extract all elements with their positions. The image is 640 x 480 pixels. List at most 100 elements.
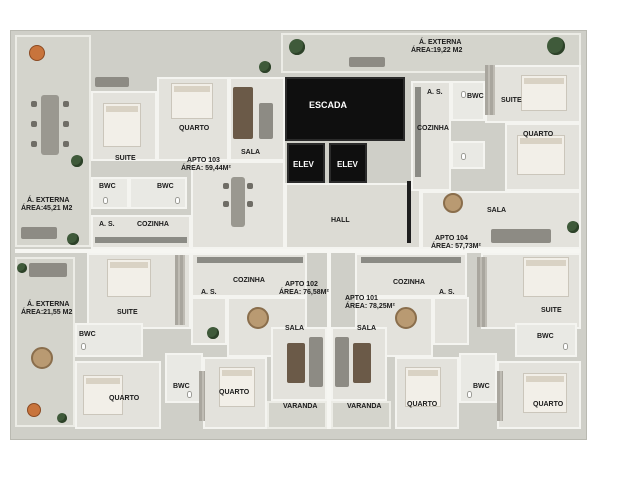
rug — [233, 87, 253, 139]
kitchen-counter — [415, 87, 421, 177]
bwc-104a — [451, 81, 485, 121]
round-table — [395, 307, 417, 329]
room-label: SUITE — [541, 307, 562, 314]
kitchen-counter — [95, 237, 187, 243]
toilet — [103, 197, 108, 204]
bed — [103, 103, 141, 147]
room-label: BWC — [467, 93, 484, 100]
wardrobe — [199, 371, 205, 421]
hall-label: HALL — [331, 217, 350, 224]
sofa — [335, 337, 349, 387]
wardrobe — [497, 371, 503, 421]
toilet — [461, 91, 466, 98]
sofa — [309, 337, 323, 387]
plant — [17, 263, 27, 273]
as-101 — [433, 297, 469, 345]
chair — [247, 201, 253, 207]
elevator-label: ELEV — [293, 160, 314, 169]
wardrobe — [477, 257, 487, 327]
toilet — [467, 391, 472, 398]
hall — [285, 183, 421, 249]
bed — [521, 75, 567, 111]
room-label: QUARTO — [533, 401, 564, 408]
apartment-label: ÁREA: 59,44M² — [181, 165, 231, 172]
chair — [63, 121, 69, 127]
room-label: SALA — [487, 207, 507, 214]
room-label: BWC — [537, 333, 554, 340]
sofa — [349, 57, 385, 67]
chair — [31, 101, 37, 107]
rug — [287, 343, 305, 383]
dining-table — [231, 177, 245, 227]
chair — [223, 201, 229, 207]
apartment-label: APTO 104 — [435, 235, 468, 242]
plant — [207, 327, 219, 339]
bwc-102a — [75, 323, 143, 357]
apartment-label: ÁREA: 76,58M² — [279, 289, 329, 296]
bwc-101b — [459, 353, 497, 403]
room-label: VARANDA — [283, 403, 318, 410]
round-table — [443, 193, 463, 213]
area-label: ÁREA:19,22 M2 — [411, 47, 463, 54]
round-table — [31, 347, 53, 369]
toilet — [461, 153, 466, 160]
bwc-104b — [451, 141, 485, 169]
chair — [31, 121, 37, 127]
kitchen-counter — [361, 257, 461, 263]
wardrobe — [175, 255, 185, 325]
apartment-label: APTO 101 — [345, 295, 378, 302]
toilet — [175, 197, 180, 204]
room-label: BWC — [173, 383, 190, 390]
chair — [223, 183, 229, 189]
bed — [219, 367, 255, 407]
chair — [63, 101, 69, 107]
bwc-102b — [165, 353, 203, 403]
room-label: COZINHA — [233, 277, 265, 284]
bed — [405, 367, 441, 407]
plant — [67, 233, 79, 245]
sofa — [491, 229, 551, 243]
floor-plan: ESCADA ELEV ELEV HALL Á. EXTERNA ÁREA:19… — [10, 30, 587, 440]
area-label: ÁREA:45,21 M2 — [21, 205, 73, 212]
bed — [171, 83, 213, 119]
apartment-label: APTO 103 — [187, 157, 220, 164]
room-label: BWC — [79, 331, 96, 338]
kitchen-counter — [407, 181, 411, 243]
room-label: SALA — [241, 149, 261, 156]
toilet — [563, 343, 568, 350]
room-label: QUARTO — [219, 389, 250, 396]
pot — [29, 45, 45, 61]
bed — [107, 259, 151, 297]
room-label: BWC — [99, 183, 116, 190]
rug — [353, 343, 371, 383]
room-label: COZINHA — [393, 279, 425, 286]
round-table — [247, 307, 269, 329]
bwc-103a — [91, 177, 129, 209]
stair-core — [285, 77, 405, 141]
room-label: SUITE — [501, 97, 522, 104]
bwc-101a — [515, 323, 577, 357]
elevator-2 — [329, 143, 367, 183]
plant — [289, 39, 305, 55]
chair — [31, 141, 37, 147]
sofa — [95, 77, 129, 87]
bed — [517, 135, 565, 175]
room-label: A. S. — [201, 289, 217, 296]
wall — [15, 249, 581, 253]
room-label: QUARTO — [523, 131, 554, 138]
sofa — [29, 263, 67, 277]
plant — [57, 413, 67, 423]
bed — [523, 257, 569, 297]
area-label: Á. EXTERNA — [27, 301, 70, 308]
chair — [247, 183, 253, 189]
cozinha-103 — [91, 215, 191, 249]
room-label: QUARTO — [407, 401, 438, 408]
elevator-1 — [287, 143, 325, 183]
room-label: SALA — [357, 325, 377, 332]
room-label: VARANDA — [347, 403, 382, 410]
apartment-label: APTO 102 — [285, 281, 318, 288]
toilet — [187, 391, 192, 398]
external-area-left-bottom — [15, 257, 75, 427]
room-label: COZINHA — [417, 125, 449, 132]
room-label: A. S. — [427, 89, 443, 96]
